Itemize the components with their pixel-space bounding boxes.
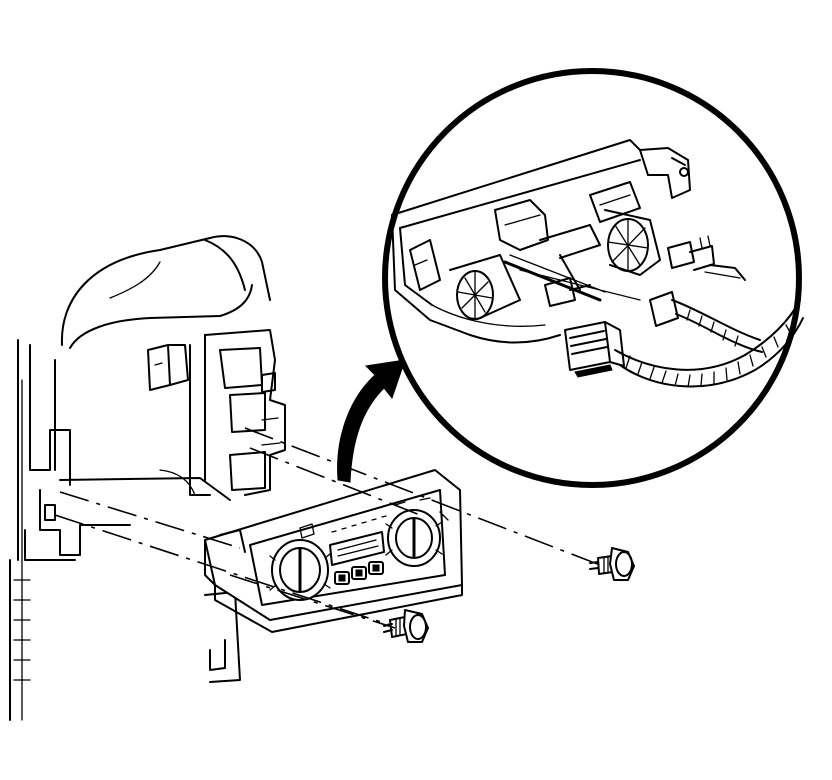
instrument-panel-carrier <box>9 235 286 721</box>
electrical-connector <box>564 321 625 378</box>
wiring-harness <box>614 264 804 388</box>
mounting-bolt-right <box>589 547 635 581</box>
detail-module-rear <box>391 139 715 344</box>
detail-callout-circle <box>382 68 802 488</box>
callout-arrow <box>337 359 406 483</box>
right-gear <box>604 209 661 276</box>
alignment-lines <box>54 427 601 629</box>
hvac-control-module <box>204 469 463 633</box>
mounting-bolt-left <box>383 609 429 643</box>
left-gear <box>449 254 521 320</box>
